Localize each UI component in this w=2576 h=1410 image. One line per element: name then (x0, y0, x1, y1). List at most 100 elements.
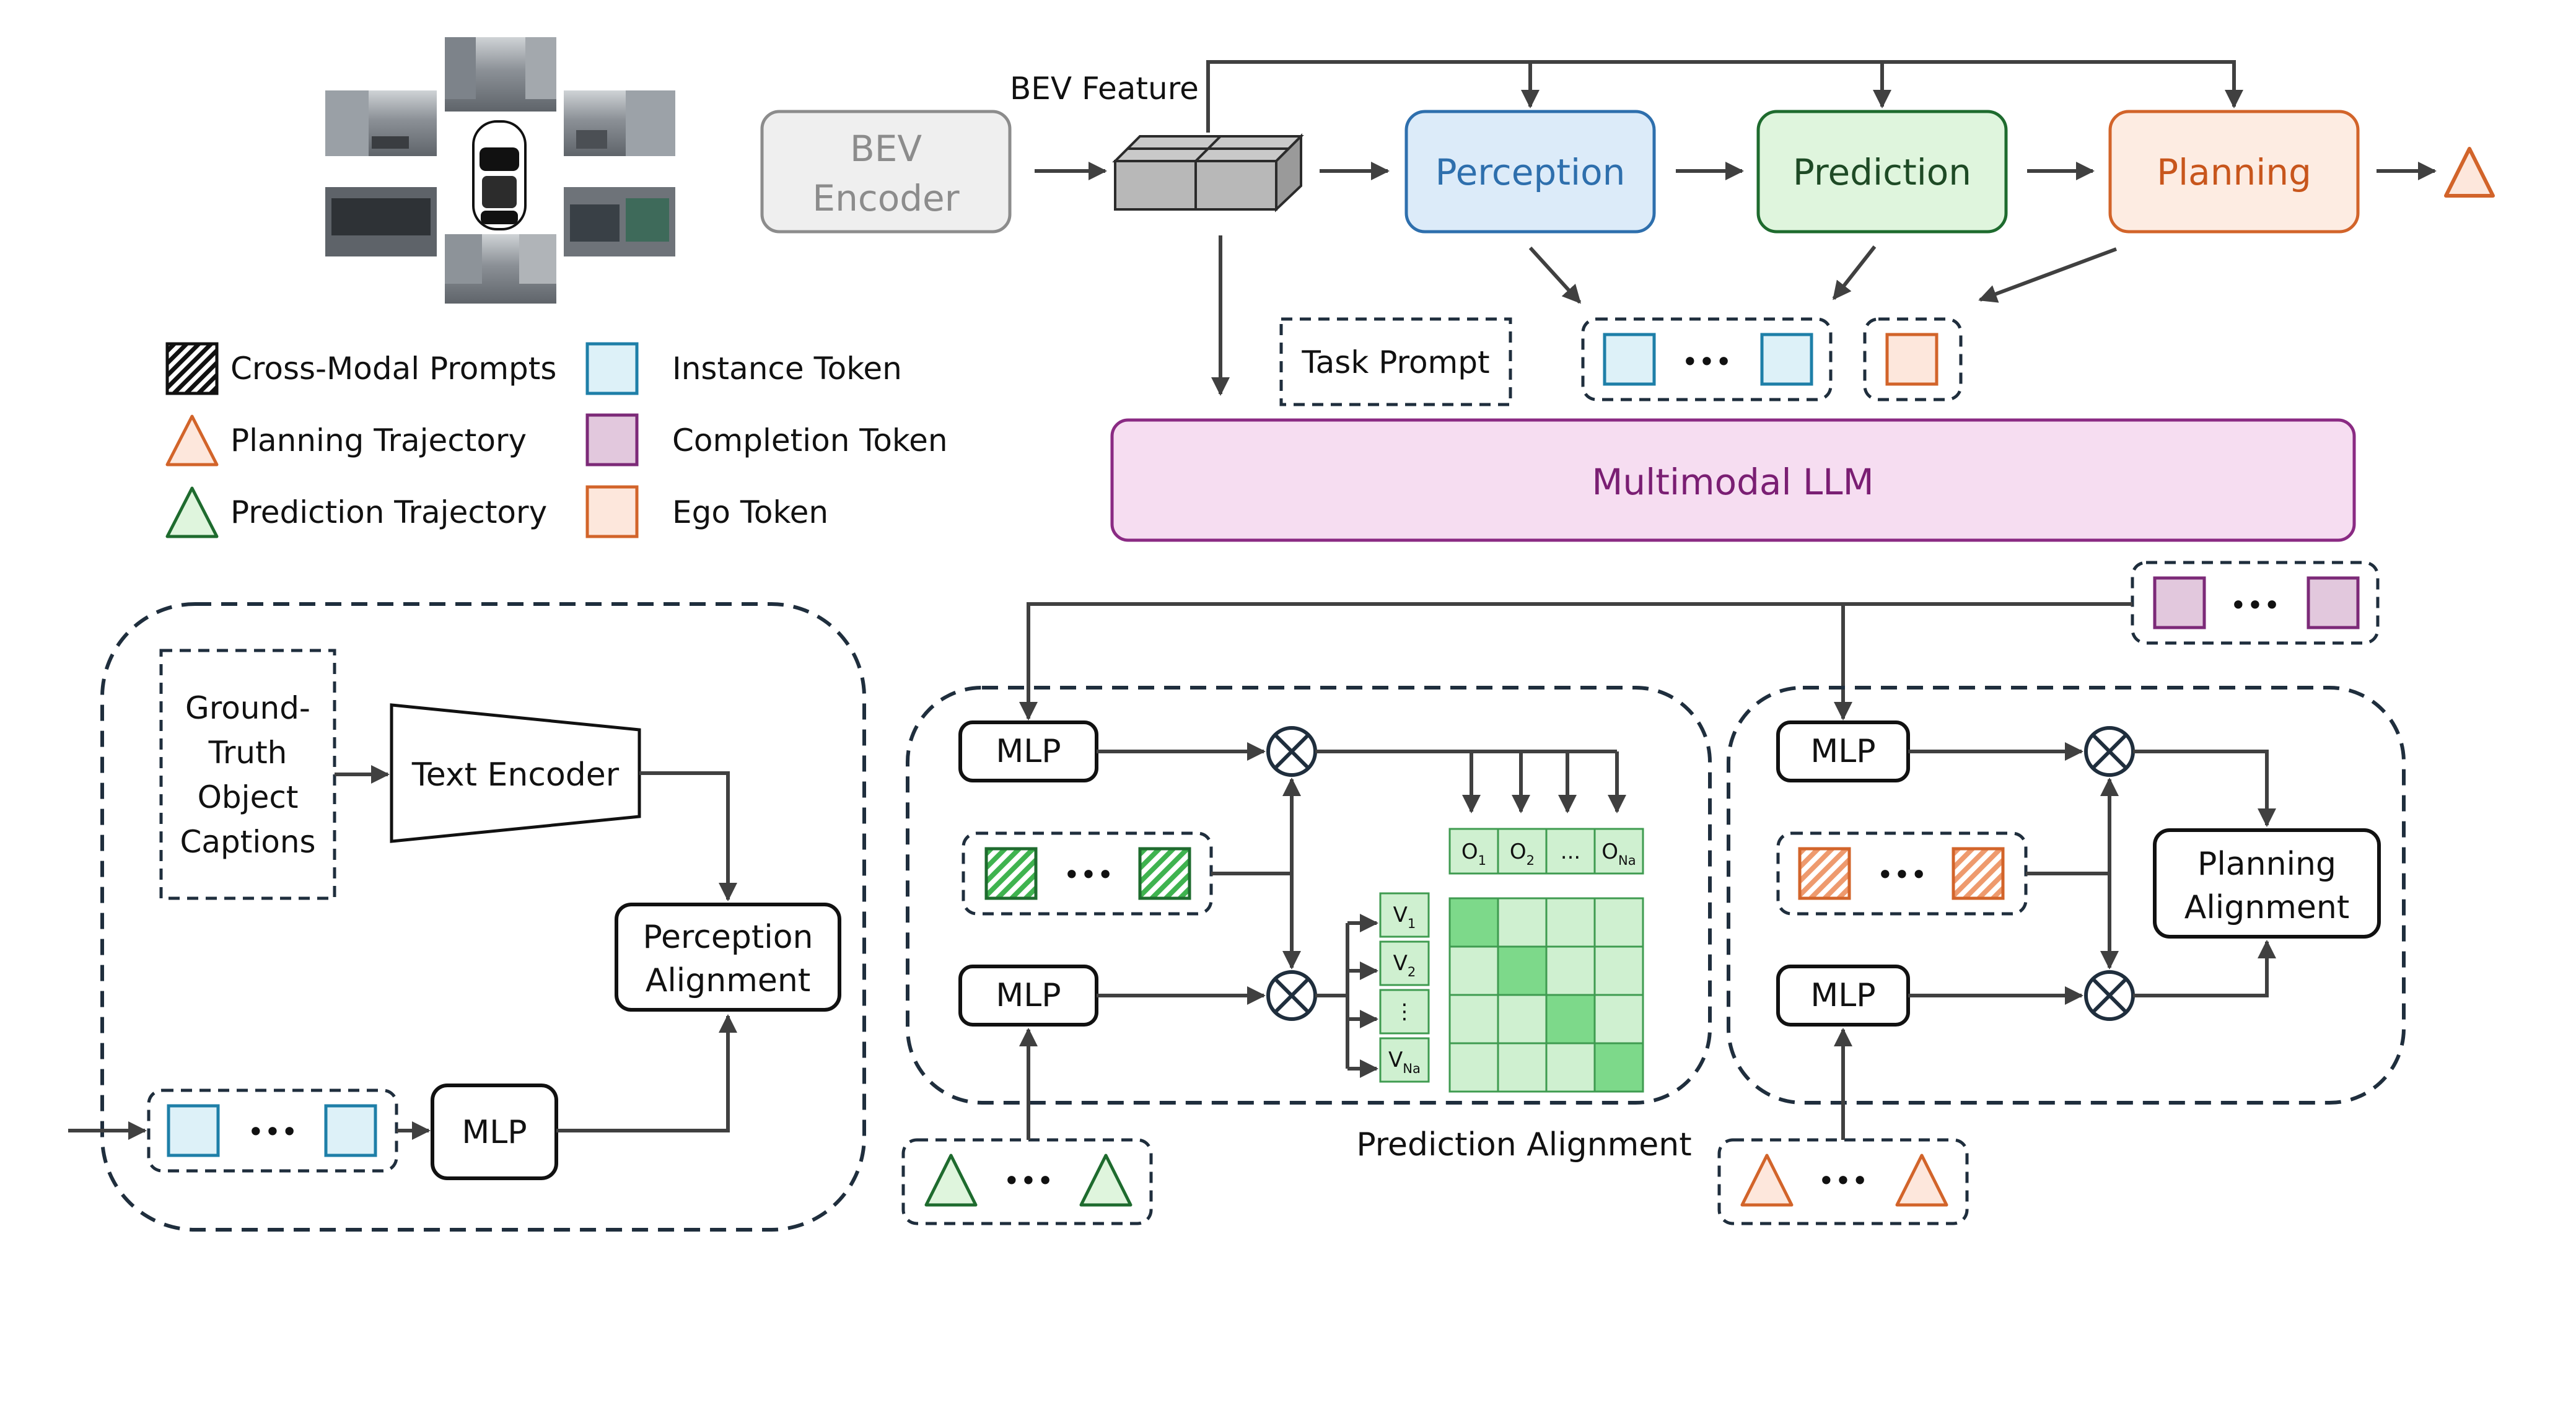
matrix-index-label: V2 (1393, 951, 1416, 979)
matrix-row-header (1379, 1037, 1430, 1083)
matrix-cell-match (1497, 945, 1548, 996)
mlp-box: MLP (958, 720, 1098, 782)
matrix-cell (1497, 897, 1548, 948)
prediction-triangle-icon (924, 1154, 978, 1207)
camera-view (564, 187, 675, 256)
cross-modal-prompt-group: ••• (1776, 831, 2028, 916)
mlp-label: MLP (996, 977, 1061, 1014)
matrix-column-header (1545, 828, 1596, 875)
ego-token-icon (585, 485, 639, 538)
instance-token-group: ••• (1581, 317, 1833, 401)
instance-token-icon (167, 1104, 220, 1157)
gt-captions-line: Object (198, 779, 299, 815)
perception-alignment-label: Alignment (646, 962, 810, 999)
legend-label: Instance Token (672, 351, 902, 387)
hatched-square-icon (1798, 847, 1851, 900)
planning-trajectory-group: ••• (1717, 1138, 1969, 1225)
multiply-operator-icon (2084, 726, 2135, 777)
planning-label: Planning (2157, 151, 2311, 193)
legend-label: Planning Trajectory (230, 423, 527, 458)
legend: Cross-Modal Prompts Planning Trajectory … (165, 342, 948, 538)
perception-alignment-module: Ground- Truth Object Captions Text Encod… (68, 602, 866, 1232)
planning-triangle-icon (1895, 1154, 1948, 1207)
hatched-square-icon (984, 847, 1038, 900)
mlp-label: MLP (1810, 733, 1875, 770)
token-ellipsis: ••• (247, 1115, 297, 1149)
instance-token-group: ••• (147, 1088, 398, 1173)
ego-token-icon (1885, 333, 1939, 386)
planning-alignment-box: Planning Alignment (2153, 828, 2381, 939)
mlp-box: MLP (1776, 720, 1910, 782)
mlp-label: MLP (1810, 977, 1875, 1014)
token-ellipsis: ••• (1063, 858, 1113, 891)
matrix-index-label: V1 (1393, 903, 1416, 931)
matrix-index-label: VNa (1388, 1048, 1421, 1076)
matrix-cell (1448, 1042, 1499, 1093)
hatched-square-icon (165, 342, 219, 395)
planning-alignment-module: MLP MLP ••• ••• (1717, 686, 2406, 1225)
token-ellipsis: ••• (1877, 858, 1927, 891)
mlp-label: MLP (462, 1114, 527, 1151)
matrix-column-header (1448, 828, 1499, 875)
matrix-row-header (1379, 989, 1430, 1035)
bev-encoder-label: BEV (850, 128, 922, 170)
prediction-trajectory-group: ••• (901, 1138, 1153, 1225)
prediction-arrows (1019, 742, 1626, 1140)
legend-label: Completion Token (672, 423, 948, 458)
camera-view (325, 90, 437, 156)
planning-alignment-label: Planning (2197, 846, 2336, 883)
token-ellipsis: ••• (1003, 1164, 1053, 1198)
planning-triangle-icon (1740, 1154, 1794, 1207)
planning-alignment-label: Alignment (2184, 889, 2349, 926)
bev-feature-cube-icon (1112, 133, 1304, 212)
instance-token-icon (1760, 333, 1813, 386)
gt-captions-line: Truth (208, 735, 287, 771)
perception-box: Perception (1404, 110, 1656, 234)
multiply-operator-icon (1266, 970, 1317, 1021)
prediction-triangle-icon (1079, 1154, 1132, 1207)
hatched-square-icon (1952, 847, 2005, 900)
mlp-box: MLP (431, 1084, 558, 1180)
matrix-cell (1448, 945, 1499, 996)
matrix-cell (1593, 897, 1644, 948)
matrix-cell-match (1593, 1042, 1644, 1093)
matrix-index-label: ⋮ (1394, 999, 1415, 1024)
matrix-cell (1497, 994, 1548, 1044)
matrix-cell-match (1448, 897, 1499, 948)
camera-surround (325, 37, 675, 304)
llm-box: Multimodal LLM (1110, 418, 2356, 542)
camera-view (325, 187, 437, 256)
completion-token-group: ••• (2131, 561, 2380, 645)
planning-arrows (1834, 742, 2276, 1140)
gt-captions-line: Captions (180, 824, 315, 860)
matrix-cell (1593, 994, 1644, 1044)
multiply-operator-icon (1266, 726, 1317, 777)
prediction-alignment-label: Prediction Alignment (1356, 1126, 1691, 1163)
multiply-operator-icon (2084, 970, 2135, 1021)
perception-alignment-box: Perception Alignment (615, 903, 841, 1012)
gt-captions-line: Ground- (185, 690, 310, 726)
matrix-row-header (1379, 892, 1430, 938)
instance-token-icon (1603, 333, 1656, 386)
token-ellipsis: ••• (1818, 1164, 1868, 1198)
bev-feature-label: BEV Feature (1010, 71, 1199, 107)
legend-label: Ego Token (672, 494, 828, 530)
matrix-cell (1593, 945, 1644, 996)
bev-encoder-label-2: Encoder (812, 177, 959, 219)
camera-view (445, 234, 556, 304)
prediction-label: Prediction (1793, 151, 1971, 193)
prediction-alignment-module: MLP MLP ••• ••• (901, 686, 1712, 1225)
matrix-cell (1545, 1042, 1596, 1093)
matrix-column-header (1497, 828, 1548, 875)
ego-token-group (1863, 317, 1963, 401)
matrix-cell (1448, 994, 1499, 1044)
token-ellipsis: ••• (1681, 345, 1732, 379)
cross-modal-prompt-group: ••• (962, 831, 1213, 916)
text-encoder-label: Text Encoder (411, 756, 620, 794)
instance-token-icon (324, 1104, 377, 1157)
text-encoder-box: Text Encoder (390, 703, 641, 843)
matrix-cell (1545, 897, 1596, 948)
completion-token-icon (585, 413, 639, 466)
